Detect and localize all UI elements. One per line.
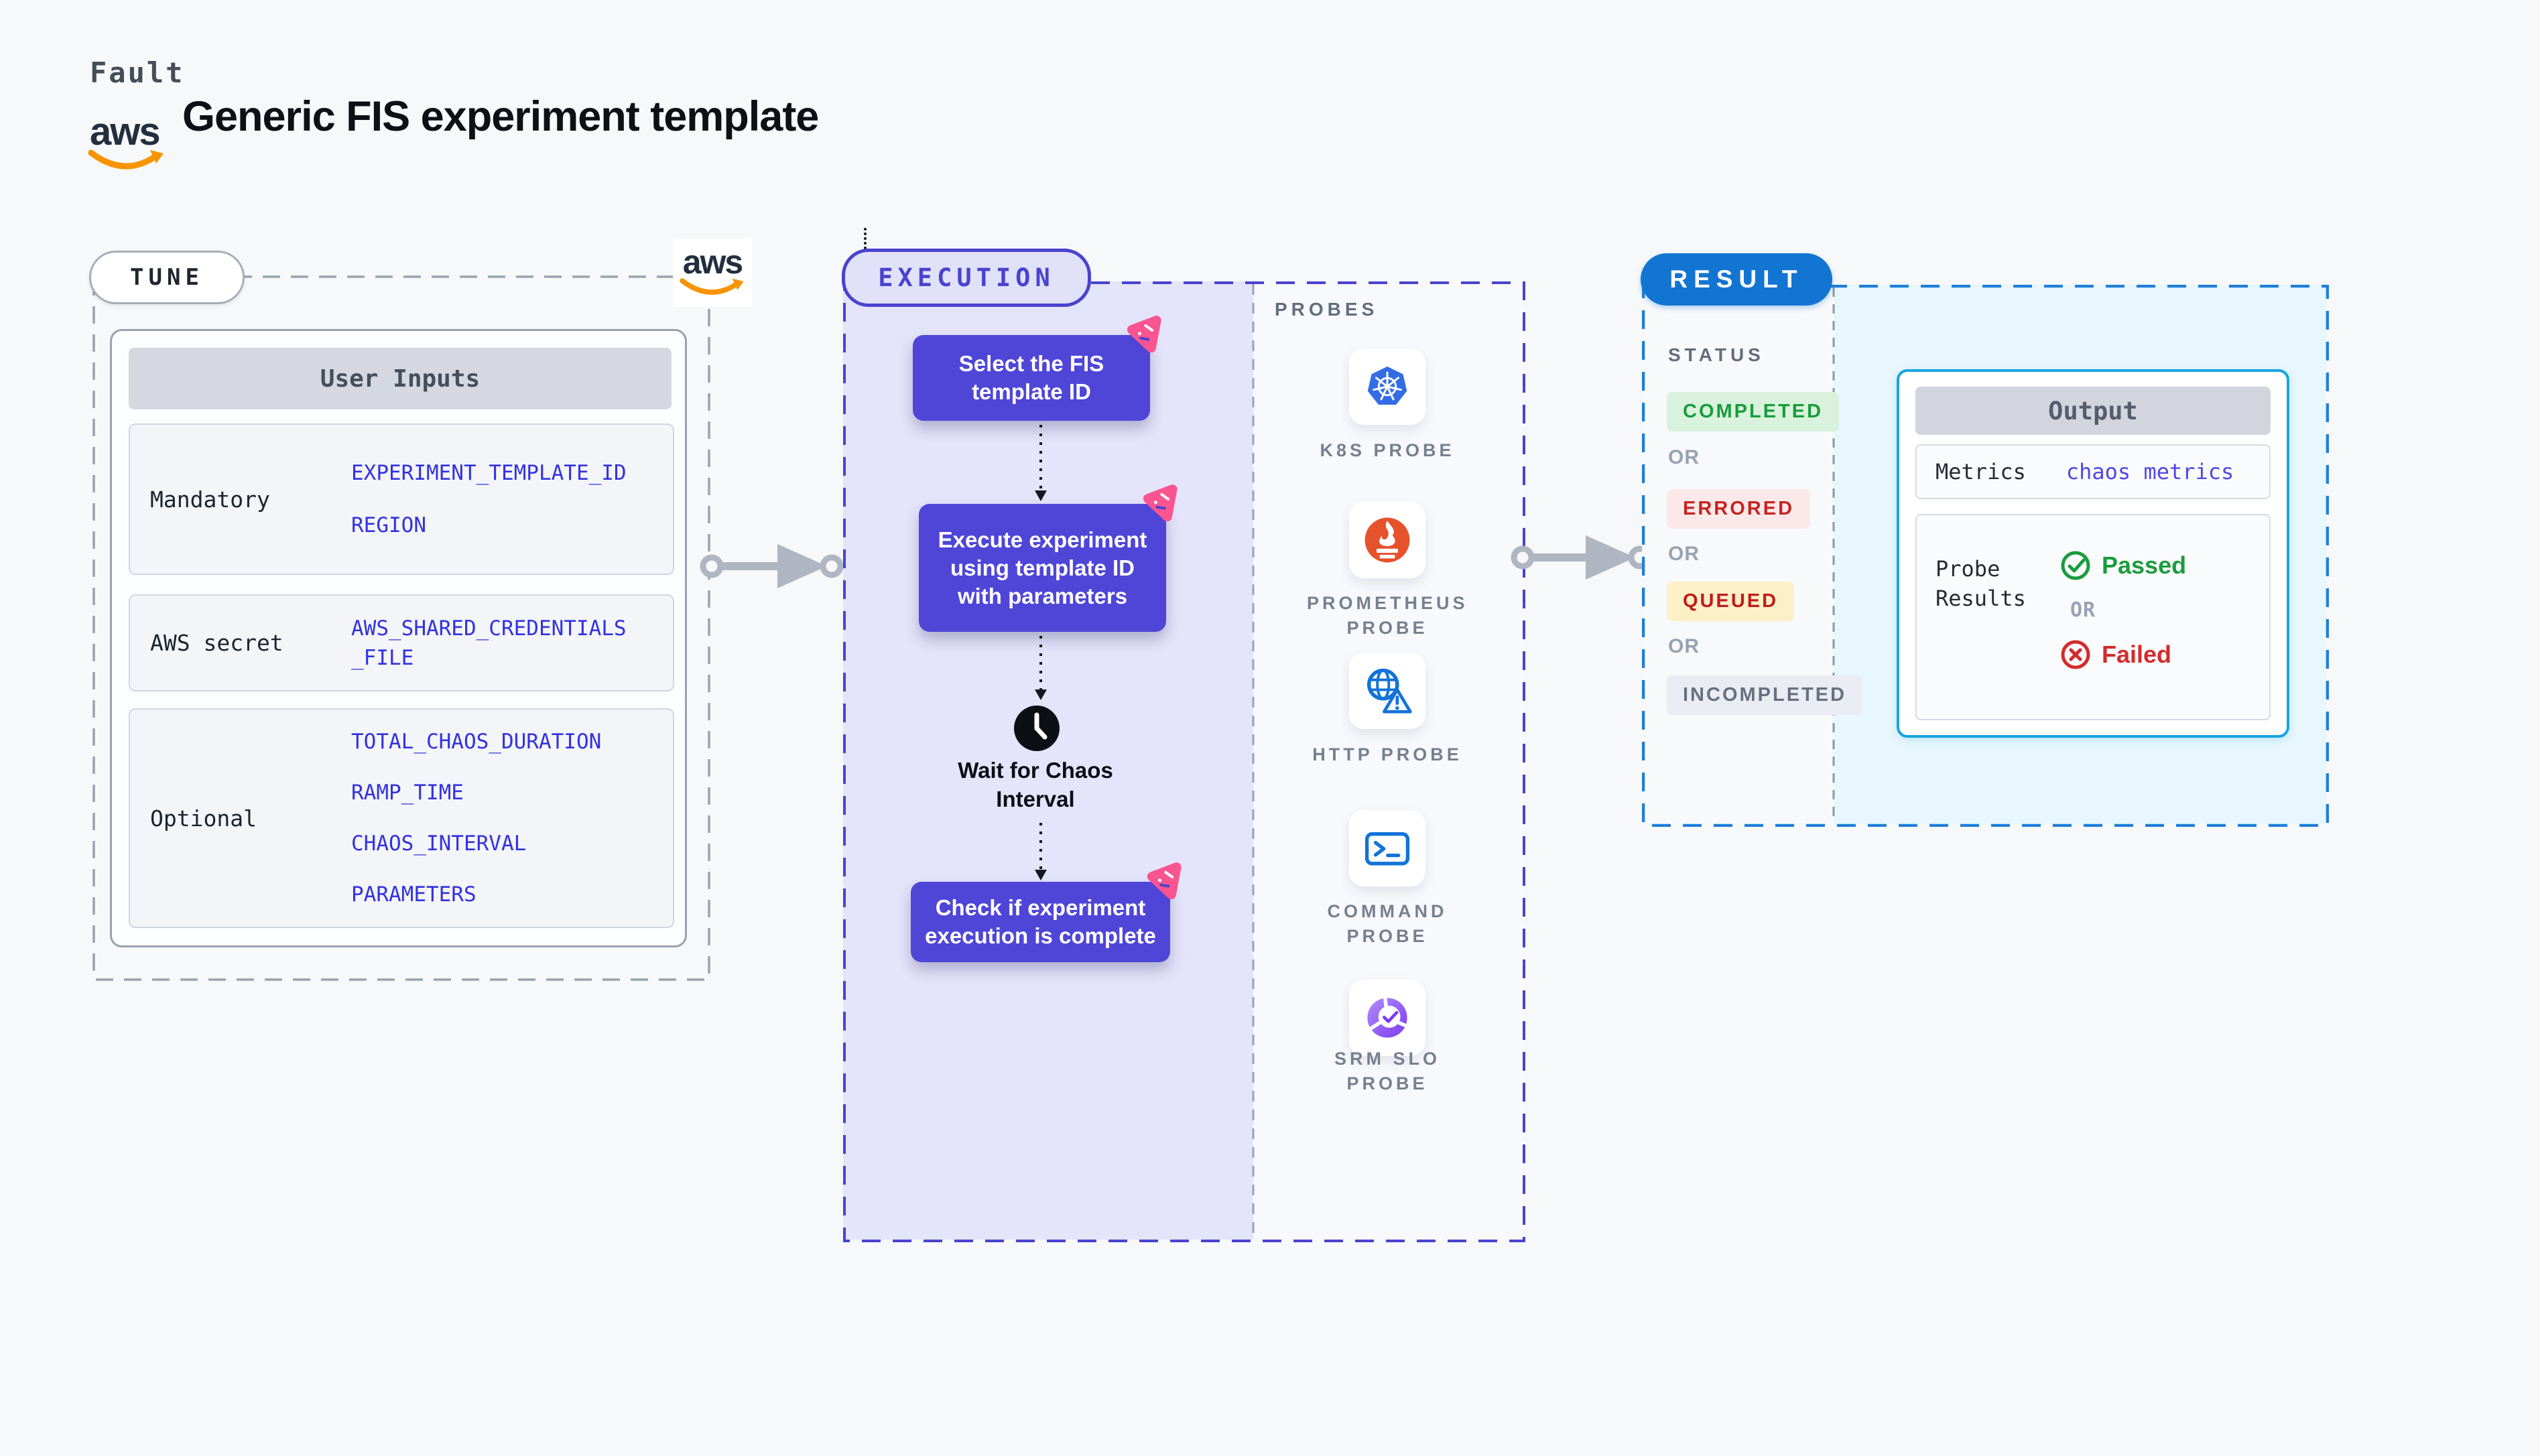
status-zone-bg (1642, 285, 1834, 824)
row-label: AWS secret (150, 630, 283, 656)
wait-label: Wait for Chaos Interval (958, 758, 1113, 811)
input-value: TOTAL_CHAOS_DURATION (351, 730, 602, 754)
execution-zone-bg (843, 281, 1253, 1240)
row-label: Optional (150, 805, 257, 832)
input-value: CHAOS_INTERVAL (351, 832, 527, 856)
or-label: OR (1668, 635, 1700, 657)
node-label: Select the FIS template ID (958, 351, 1104, 404)
or-label: OR (1668, 543, 1700, 565)
metrics-label: Metrics (1935, 459, 2026, 484)
execution-pill: EXECUTION (842, 249, 1091, 307)
input-value: EXPERIMENT_TEMPLATE_ID (351, 461, 627, 485)
probe-tile-http (1349, 653, 1425, 729)
probe-tile-command (1349, 810, 1425, 886)
row-label: Mandatory (150, 486, 270, 513)
probe-label: PROMETHEUS PROBE (1307, 593, 1468, 638)
aws-smile-icon (680, 278, 744, 295)
chaos-badge-icon (1127, 316, 1161, 353)
node-label: Check if experiment execution is complet… (925, 895, 1156, 948)
table-row-optional: Optional TOTAL_CHAOS_DURATION RAMP_TIME … (129, 708, 674, 928)
table-row-mandatory: Mandatory EXPERIMENT_TEMPLATE_ID REGION (129, 423, 674, 575)
check-circle-icon (2061, 551, 2090, 580)
brand-label: Fault (90, 56, 185, 89)
status-badge-errored: ERRORED (1667, 489, 1811, 529)
probe-tile-prometheus (1349, 502, 1425, 578)
failed-label: Failed (2102, 641, 2172, 668)
status-badge-queued: QUEUED (1667, 582, 1795, 621)
terminal-icon (1364, 832, 1410, 866)
input-value: AWS_SHARED_CREDENTIALS_FILE (351, 616, 627, 670)
result-dashed-box (1642, 285, 2329, 827)
dotted-stub (864, 228, 867, 249)
status-badge-completed: COMPLETED (1667, 392, 1840, 432)
tune-pill: TUNE (89, 251, 245, 304)
result-divider (1832, 287, 1835, 821)
user-inputs-header: User Inputs (129, 348, 672, 409)
clock-icon (1014, 706, 1060, 751)
flow-node-select-template: Select the FIS template ID (913, 316, 1161, 421)
output-probe-results-row: Probe Results Passed OR Failed (1915, 514, 2271, 720)
input-value: PARAMETERS (351, 882, 477, 907)
metrics-value: chaos metrics (2066, 459, 2234, 484)
input-value: REGION (351, 513, 426, 537)
http-globe-icon (1367, 668, 1412, 714)
probes-zone-bg (1253, 281, 1523, 1240)
page-title: Generic FIS experiment template (182, 93, 819, 140)
probe-label: K8S PROBE (1320, 440, 1455, 460)
flow-arrow-icon (1511, 535, 1651, 580)
dotted-arrow-icon (1035, 636, 1047, 700)
chaos-badge-icon (1147, 862, 1182, 900)
dotted-arrow-icon (1035, 425, 1047, 501)
probes-title: PROBES (1275, 299, 1379, 320)
result-pill: RESULT (1641, 253, 1832, 306)
status-badge-incompleted: INCOMPLETED (1667, 675, 1863, 715)
probe-label: COMMAND PROBE (1327, 901, 1448, 946)
x-circle-icon (2061, 640, 2090, 669)
tune-dashed-box (92, 275, 710, 981)
status-title: STATUS (1668, 344, 1765, 365)
flow-arrow-icon (700, 544, 844, 588)
flow-node-check-complete: Check if experiment execution is complet… (911, 862, 1182, 962)
chaos-badge-icon (1143, 484, 1178, 522)
aws-logo: aws (87, 113, 168, 181)
node-label: Execute experiment using template ID wit… (938, 527, 1147, 608)
or-label: OR (1668, 446, 1700, 468)
flow-node-execute-experiment: Execute experiment using template ID wit… (919, 484, 1178, 632)
probe-label: HTTP PROBE (1312, 744, 1462, 765)
passed-label: Passed (2102, 551, 2187, 579)
kubernetes-icon (1367, 367, 1407, 405)
prometheus-icon (1364, 517, 1410, 563)
probe-tile-srm-slo (1349, 980, 1425, 1056)
aws-logo-text: aws (90, 110, 161, 153)
srm-slo-donut-icon (1365, 993, 1410, 1038)
aws-smile-icon (88, 149, 164, 170)
probe-results-label: Probe Results (1935, 556, 2026, 611)
input-value: RAMP_TIME (351, 781, 464, 805)
or-label: OR (2070, 598, 2096, 622)
user-inputs-card: User Inputs Mandatory EXPERIMENT_TEMPLAT… (110, 329, 687, 947)
dotted-arrow-icon (1035, 823, 1047, 880)
output-metrics-row: Metrics chaos metrics (1915, 444, 2271, 499)
output-card: Output Metrics chaos metrics Probe Resul… (1897, 369, 2289, 738)
probe-tile-k8s (1349, 348, 1425, 425)
table-row-aws-secret: AWS secret AWS_SHARED_CREDENTIALS_FILE (129, 594, 674, 691)
probe-label: SRM SLO PROBE (1334, 1049, 1440, 1094)
execution-dashed-box (843, 281, 1525, 1242)
probes-divider (1252, 284, 1255, 1237)
aws-logo-small: aws (673, 239, 752, 307)
aws-logo-text: aws (682, 243, 744, 281)
output-header: Output (1915, 387, 2271, 435)
